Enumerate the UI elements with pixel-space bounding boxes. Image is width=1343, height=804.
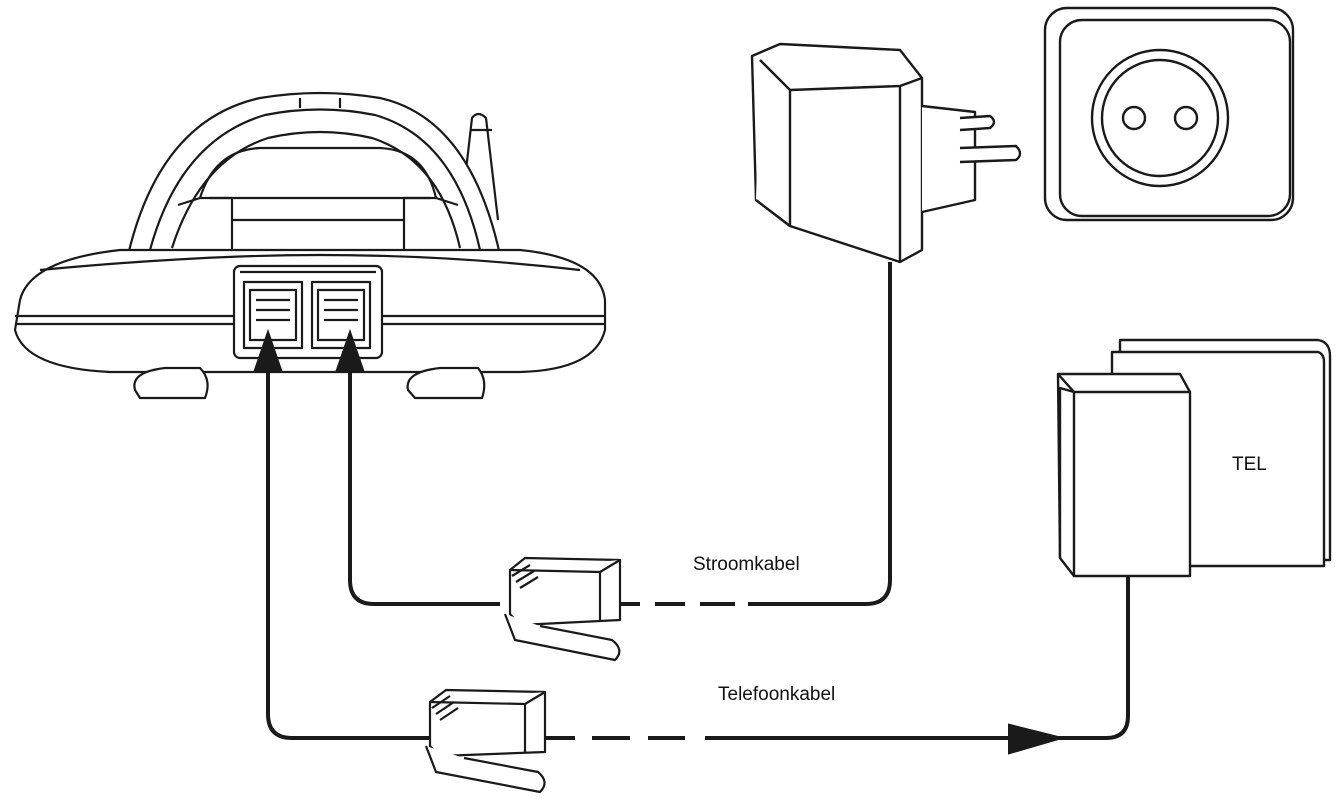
handset-cradle (126, 91, 502, 256)
base-feet (133, 366, 486, 400)
phone-line-port[interactable] (242, 280, 304, 350)
phone-cable (253, 328, 1130, 755)
wall-phone-jack (1056, 338, 1332, 578)
wall-jack-label: TEL (1232, 454, 1267, 475)
power-adapter (750, 42, 1022, 264)
power-cable (335, 262, 892, 606)
base-station (13, 91, 607, 400)
power-port[interactable] (310, 280, 372, 350)
power-cable-plug (503, 556, 622, 662)
power-cable-label: Stroomkabel (693, 554, 800, 575)
phone-cable-plug (424, 688, 547, 794)
wall-power-socket (1043, 6, 1295, 222)
phone-cable-label: Telefoonkabel (718, 684, 835, 705)
